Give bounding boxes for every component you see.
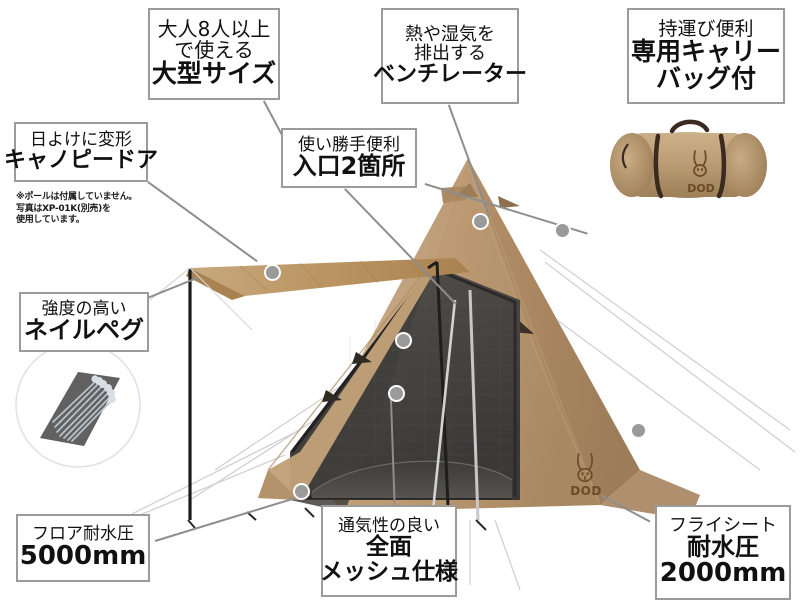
- callout-fly-water-pressure-line1: フライシート: [669, 514, 777, 536]
- callout-ventilator-line2: 排出する: [414, 42, 486, 64]
- callout-full-mesh: 通気性の良い 全面 メッシュ仕様: [320, 505, 458, 597]
- callout-dot-two-entrances: [395, 332, 412, 349]
- svg-text:DOD: DOD: [687, 182, 715, 195]
- callout-floor-water-pressure-line2: 5000mm: [19, 540, 147, 571]
- callout-full-mesh-line2: 全面: [366, 534, 412, 561]
- callout-large-size: 大人8人以上 で使える 大型サイズ: [148, 8, 280, 100]
- callout-large-size-line2: で使える: [174, 38, 254, 63]
- callout-large-size-line3: 大型サイズ: [151, 59, 277, 89]
- callout-carry-bag: 持運び便利 専用キャリー バッグ付: [627, 8, 785, 104]
- callout-two-entrances-line2: 入口2箇所: [292, 151, 406, 180]
- disclaimer-note: ※ポールは付属していません。 写真はXP-01K(別売)を 使用しています。: [16, 192, 138, 226]
- callout-dot-two-entrances-b: [388, 385, 405, 402]
- callout-large-size-line1: 大人8人以上: [157, 17, 271, 42]
- callout-ventilator-line1: 熱や湿気を: [405, 23, 495, 45]
- callout-dot-large-size: [554, 222, 571, 239]
- callout-canopy-door-line2: キャノピードア: [4, 147, 159, 173]
- callout-dot-ventilator: [472, 213, 489, 230]
- callout-full-mesh-line3: メッシュ仕様: [320, 558, 458, 585]
- callout-two-entrances: 使い勝手便利 入口2箇所: [281, 128, 417, 188]
- callout-fly-water-pressure: フライシート 耐水圧 2000mm: [655, 505, 791, 600]
- callout-floor-water-pressure: フロア耐水圧 5000mm: [16, 514, 150, 582]
- callout-full-mesh-line1: 通気性の良い: [338, 516, 440, 537]
- callout-ventilator: 熱や湿気を 排出する ベンチレーター: [373, 8, 527, 104]
- callout-floor-water-pressure-line1: フロア耐水圧: [32, 523, 134, 544]
- callout-ventilator-line3: ベンチレーター: [373, 61, 528, 87]
- callout-carry-bag-line2: 専用キャリー: [631, 37, 782, 67]
- callout-carry-bag-line1: 持運び便利: [658, 17, 754, 40]
- callout-dot-full-mesh: [293, 483, 310, 500]
- nail-peg-photo: [15, 342, 141, 468]
- svg-text:DOD: DOD: [570, 484, 602, 498]
- callout-fly-water-pressure-line3: 2000mm: [659, 558, 787, 589]
- callout-two-entrances-line1: 使い勝手便利: [298, 134, 400, 155]
- callout-carry-bag-line3: バッグ付: [655, 63, 756, 93]
- callout-canopy-door: 日よけに変形 キャノピードア: [4, 122, 158, 182]
- callout-nail-peg-line1: 強度の高い: [41, 298, 127, 319]
- callout-canopy-door-line1: 日よけに変形: [30, 129, 132, 150]
- carry-bag-photo: DOD: [610, 119, 767, 199]
- callout-dot-fly-pressure: [630, 422, 647, 439]
- callout-fly-water-pressure-line2: 耐水圧: [687, 533, 759, 562]
- callout-nail-peg-line2: ネイルペグ: [24, 315, 144, 344]
- callout-nail-peg: 強度の高い ネイルペグ: [19, 292, 149, 352]
- callout-dot-canopy-door: [264, 264, 281, 281]
